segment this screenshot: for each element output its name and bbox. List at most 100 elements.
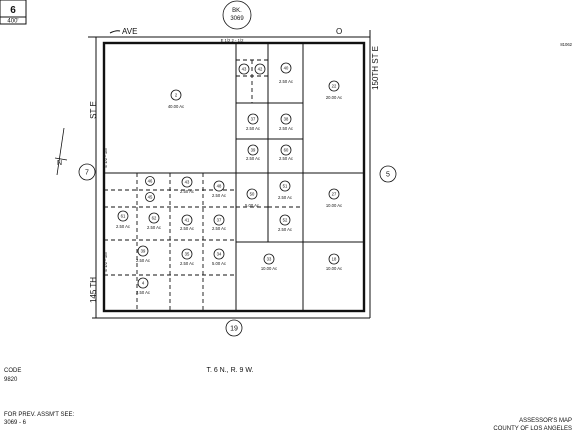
street-right-name: 150TH ST E [371,46,380,90]
street-left-name: ST E [89,101,98,119]
svg-text:39: 39 [251,148,256,153]
svg-text:45: 45 [148,195,153,200]
parcel-45: 45 [145,192,155,202]
code-value: 9820 [4,377,18,383]
adjacent-page-south: 19 [225,319,243,337]
parcel-43-lower: 43 2.50 Ac [180,176,194,194]
parcel-4: 4 2.50 Ac [136,277,150,295]
corner-stamp: 81062 [560,42,572,47]
svg-text:20.00 Ac: 20.00 Ac [326,95,342,100]
prev-assessment-label: FOR PREV. ASSM'T SEE: [4,412,75,418]
dimension-left-upper: E 1/2 - 1/8 [103,148,108,168]
parcel-48: 48 2.50 Ac [212,180,226,198]
parcel-18: 18 10.00 Ac [326,253,342,271]
svg-text:2.50 Ac: 2.50 Ac [246,126,260,131]
section-boundary [102,41,366,313]
parcel-labels: 2 40.00 Ac 43 42 40 2.50 Ac 22 20.00 Ac … [116,62,342,295]
prev-assessment-ref: 3069 - 6 [4,420,27,426]
svg-text:35: 35 [185,252,190,257]
dimension-top: E 1/2 2 - 1/2 [221,38,244,43]
parcel-37-lower: 37 2.50 Ac [212,214,226,231]
svg-text:50: 50 [250,192,255,197]
svg-text:52: 52 [283,218,288,223]
svg-text:2.50 Ac: 2.50 Ac [180,261,194,266]
map-header-box: 6 400' [0,0,27,25]
svg-text:48: 48 [217,184,222,189]
svg-text:43: 43 [185,180,190,185]
parcel-38: 38 2.50 Ac [279,113,293,131]
parcel-43-upper: 43 [238,63,250,75]
parcel-34: 34 5.00 Ac [212,248,226,266]
street-top-name: AVE [122,27,137,36]
svg-text:43: 43 [242,67,247,72]
svg-text:2: 2 [175,93,178,98]
svg-text:41: 41 [185,218,190,223]
parcel-40: 40 2.50 Ac [279,62,293,84]
parcel-51: 51 2.50 Ac [278,180,292,200]
parcel-39-lower: 39 2.50 Ac [136,245,150,263]
svg-text:2.50 Ac: 2.50 Ac [278,195,292,200]
svg-text:60: 60 [284,148,289,153]
parcel-46: 46 [145,176,155,186]
svg-text:38: 38 [284,117,289,122]
dashed-lines [104,59,303,311]
svg-text:2.50 Ac: 2.50 Ac [136,290,150,295]
parcel-62: 62 2.50 Ac [147,212,161,230]
svg-text:2.50 Ac: 2.50 Ac [147,225,161,230]
parcel-lines [104,43,364,311]
svg-text:10.00 Ac: 10.00 Ac [261,266,277,271]
svg-text:33: 33 [267,257,272,262]
svg-text:2.50 Ac: 2.50 Ac [279,126,293,131]
svg-text:2.50 Ac: 2.50 Ac [136,258,150,263]
svg-text:2.50 Ac: 2.50 Ac [279,79,293,84]
svg-text:37: 37 [217,218,222,223]
svg-text:2.50 Ac: 2.50 Ac [279,156,293,161]
svg-text:5.00 Ac: 5.00 Ac [212,261,226,266]
parcel-22: 22 20.00 Ac [326,80,342,100]
parcel-33: 33 10.00 Ac [261,253,277,271]
parcel-37-upper: 37 2.50 Ac [246,113,260,131]
north-label: N [57,160,62,167]
parcel-39-upper: 39 2.50 Ac [246,144,260,161]
book-number: 3069 [230,16,244,22]
svg-text:2.50 Ac: 2.50 Ac [246,156,260,161]
svg-text:19: 19 [230,326,238,333]
parcel-41: 41 2.50 Ac [180,214,194,231]
county-name: COUNTY OF LOS ANGELES [493,426,572,432]
parcel-2: 2 40.00 Ac [168,89,184,109]
parcel-52: 52 2.50 Ac [278,214,292,232]
north-arrow-icon: N [54,127,68,176]
svg-text:18: 18 [332,257,337,262]
svg-text:2.50 Ac: 2.50 Ac [212,193,226,198]
parcel-35: 35 2.50 Ac [180,248,194,266]
svg-text:42: 42 [258,67,263,72]
map-number: 6 [10,5,16,16]
township-label: T. 6 N., R. 9 W. [206,367,253,374]
street-top-suffix: O [336,27,342,36]
svg-text:5.00 Ac: 5.00 Ac [245,203,259,208]
svg-text:22: 22 [332,84,337,89]
adjacent-page-west: 7 [78,163,96,181]
svg-text:37: 37 [251,117,256,122]
parcel-61: 61 2.50 Ac [116,210,130,229]
parcel-27: 27 10.00 Ac [326,188,342,208]
svg-text:62: 62 [152,216,157,221]
svg-text:2.50 Ac: 2.50 Ac [180,226,194,231]
parcel-50: 50 5.00 Ac [245,188,259,208]
svg-text:2.50 Ac: 2.50 Ac [180,189,194,194]
assessor-map-title: ASSESSOR'S MAP [519,418,572,424]
svg-text:4: 4 [142,281,145,286]
svg-text:40: 40 [284,66,289,71]
code-label: CODE [4,368,21,374]
dimension-left-lower: E 1/2 - 1/8 [103,252,108,272]
street-bottom-left-name: 145 TH [89,277,98,303]
svg-text:34: 34 [217,252,222,257]
road-lines [88,30,371,319]
svg-text:10.00 Ac: 10.00 Ac [326,203,342,208]
map-scale: 400' [7,19,18,25]
svg-text:51: 51 [283,184,288,189]
svg-text:61: 61 [121,214,126,219]
book-number-badge: BK. 3069 [222,0,252,30]
svg-text:2.50 Ac: 2.50 Ac [212,226,226,231]
